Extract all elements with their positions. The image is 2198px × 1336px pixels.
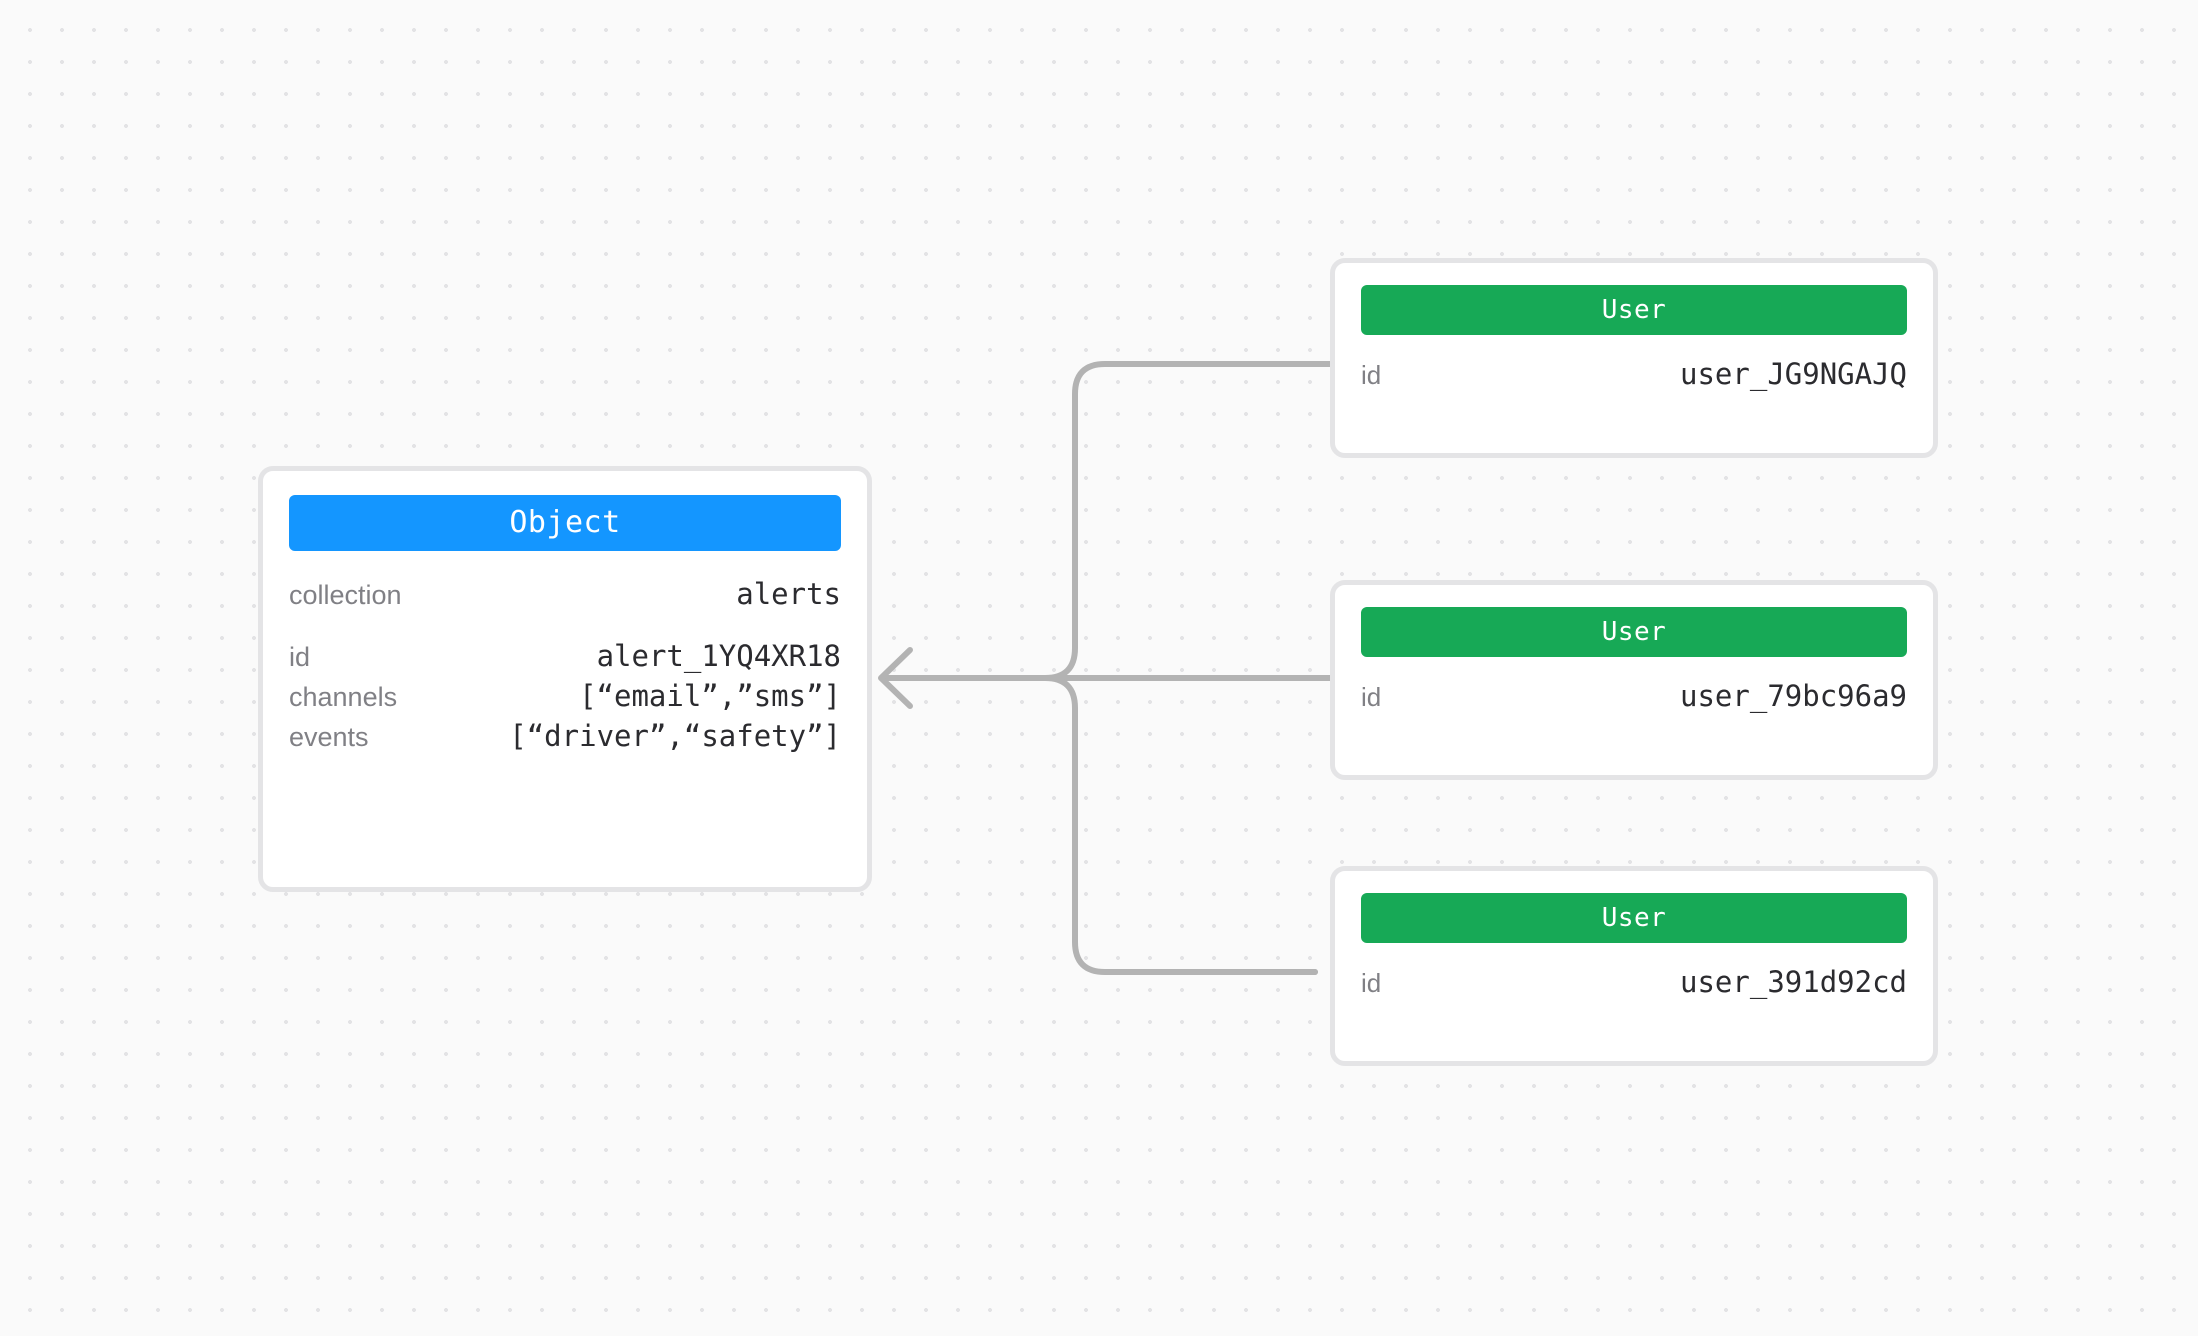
field-row: id alert_1YQ4XR18 [289, 639, 841, 673]
field-row: channels [“email”,”sms”] [289, 679, 841, 713]
node-user[interactable]: User id user_391d92cd [1330, 866, 1938, 1066]
edge-endpoint-user-2 [1312, 969, 1318, 975]
field-label: id [1361, 360, 1382, 390]
edge-arrowhead-icon [878, 647, 913, 709]
field-row: events [“driver”,“safety”] [289, 719, 841, 753]
node-user-fields: id user_JG9NGAJQ [1361, 357, 1907, 391]
node-object-fields: collection alerts id alert_1YQ4XR18 chan… [289, 577, 841, 753]
field-value: user_JG9NGAJQ [1680, 357, 1907, 391]
field-label: id [289, 642, 311, 672]
field-value: user_79bc96a9 [1680, 679, 1907, 713]
field-label: events [289, 722, 369, 752]
field-label: channels [289, 682, 398, 712]
field-value: [“driver”,“safety”] [509, 719, 841, 753]
field-value: user_391d92cd [1680, 965, 1907, 999]
field-label: collection [289, 580, 402, 610]
field-group: collection alerts [289, 577, 841, 611]
field-value: [“email”,”sms”] [579, 679, 841, 713]
node-user-fields: id user_79bc96a9 [1361, 679, 1907, 713]
field-label: id [1361, 968, 1382, 998]
node-object-header: Object [289, 495, 841, 551]
field-group: id alert_1YQ4XR18 channels [“email”,”sms… [289, 639, 841, 753]
field-row: id user_JG9NGAJQ [1361, 357, 1907, 391]
edge-user-2 [883, 675, 1318, 975]
field-value: alerts [736, 577, 841, 611]
node-user[interactable]: User id user_79bc96a9 [1330, 580, 1938, 780]
node-user-header: User [1361, 285, 1907, 335]
field-row: id user_391d92cd [1361, 965, 1907, 999]
node-user[interactable]: User id user_JG9NGAJQ [1330, 258, 1938, 458]
field-row: collection alerts [289, 577, 841, 611]
node-object[interactable]: Object collection alerts id alert_1YQ4XR… [258, 466, 872, 892]
field-label: id [1361, 682, 1382, 712]
field-value: alert_1YQ4XR18 [596, 639, 841, 673]
node-user-header: User [1361, 893, 1907, 943]
field-row: id user_79bc96a9 [1361, 679, 1907, 713]
node-user-header: User [1361, 607, 1907, 657]
edge-user-0 [883, 361, 1335, 681]
node-user-fields: id user_391d92cd [1361, 965, 1907, 999]
